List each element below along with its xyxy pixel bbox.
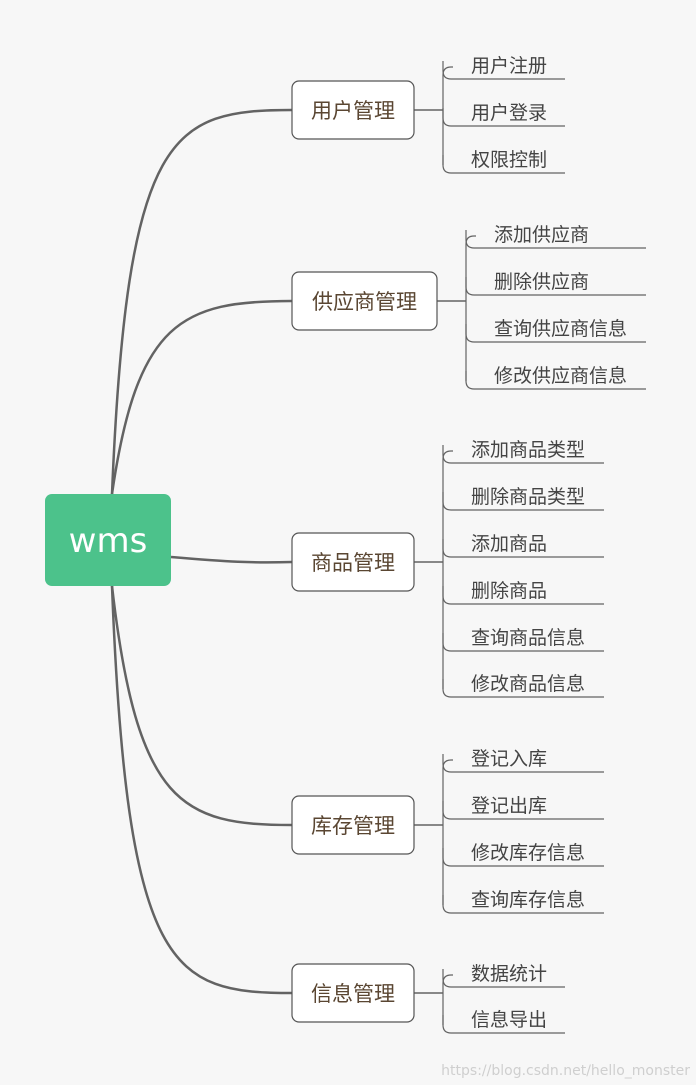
leaf-node[interactable]: 信息导出 (442, 1009, 565, 1034)
leaf-underline (442, 539, 604, 558)
leaf-underline (442, 969, 565, 988)
leaf-label: 查询商品信息 (471, 627, 585, 649)
leaf-node[interactable]: 删除供应商 (465, 271, 646, 296)
branch-node[interactable]: 库存管理 (291, 795, 415, 855)
leaf-node[interactable]: 添加供应商 (465, 224, 646, 249)
leaf-underline (442, 895, 604, 914)
leaf-label: 数据统计 (471, 963, 547, 985)
leaf-bus (442, 66, 453, 165)
branch-label: 用户管理 (311, 99, 395, 123)
leaf-underline (442, 586, 604, 605)
leaf-label: 添加商品类型 (471, 439, 585, 461)
branch-label: 库存管理 (311, 814, 395, 838)
leaf-label: 删除商品 (471, 580, 547, 602)
leaf-underline (465, 277, 646, 296)
leaf-label: 修改库存信息 (471, 842, 585, 864)
leaf-bus (442, 759, 453, 905)
branch-label: 信息管理 (311, 982, 395, 1006)
leaf-underline (442, 492, 604, 511)
root-node[interactable]: wms (45, 494, 171, 586)
leaf-underline (442, 155, 565, 174)
leaf-node[interactable]: 添加商品类型 (442, 439, 604, 464)
branch-node[interactable]: 信息管理 (291, 963, 415, 1023)
leaf-node[interactable]: 登记出库 (442, 795, 604, 820)
leaf-underline (442, 61, 565, 80)
leaf-label: 删除商品类型 (471, 486, 585, 508)
leaf-underline (442, 108, 565, 127)
branch-connector (110, 299, 293, 495)
root-box (45, 494, 171, 586)
root-label: wms (69, 521, 148, 561)
branch-box (291, 532, 415, 592)
leaf-label: 登记出库 (471, 795, 547, 817)
leaf-label: 查询供应商信息 (494, 318, 627, 340)
branch-node[interactable]: 商品管理 (291, 532, 415, 592)
leaf-label: 添加商品 (471, 533, 547, 555)
leaf-node[interactable]: 数据统计 (442, 963, 565, 988)
leaf-node[interactable]: 查询供应商信息 (465, 318, 646, 343)
branch-node[interactable]: 用户管理 (291, 80, 415, 140)
leaf-label: 查询库存信息 (471, 889, 585, 911)
leaf-label: 修改供应商信息 (494, 365, 627, 387)
leaf-underline (442, 848, 604, 867)
leaf-bus (465, 235, 476, 381)
leaf-node[interactable]: 用户注册 (442, 55, 565, 80)
branch-box (291, 80, 415, 140)
leaf-label: 用户注册 (471, 55, 547, 77)
leaf-node[interactable]: 查询库存信息 (442, 889, 604, 914)
branch-box (291, 963, 415, 1023)
branch-connector (110, 108, 293, 495)
leaf-node[interactable]: 修改供应商信息 (465, 365, 646, 390)
branch-node[interactable]: 供应商管理 (291, 271, 438, 331)
leaf-underline (465, 371, 646, 390)
leaf-node[interactable]: 查询商品信息 (442, 627, 604, 652)
branch-label: 商品管理 (311, 551, 395, 575)
leaf-label: 删除供应商 (494, 271, 589, 293)
leaf-underline (465, 324, 646, 343)
branch-box (291, 271, 438, 331)
watermark: https://blog.csdn.net/hello_monster (441, 1063, 690, 1079)
leaf-node[interactable]: 修改商品信息 (442, 673, 604, 698)
leaf-bus (442, 450, 453, 689)
leaf-node[interactable]: 登记入库 (442, 748, 604, 773)
branch-connector (110, 585, 293, 995)
leaf-underline (442, 801, 604, 820)
leaf-node[interactable]: 删除商品类型 (442, 486, 604, 511)
branch-connector (110, 585, 293, 827)
branches: 用户管理用户注册用户登录权限控制供应商管理添加供应商删除供应商查询供应商信息修改… (291, 55, 646, 1034)
branch-connector (170, 555, 293, 564)
connectors (110, 66, 476, 1025)
leaf-underline (442, 445, 604, 464)
leaf-label: 修改商品信息 (471, 673, 585, 695)
leaf-underline (442, 633, 604, 652)
leaf-node[interactable]: 修改库存信息 (442, 842, 604, 867)
leaf-label: 权限控制 (471, 149, 547, 171)
leaf-bus (442, 974, 453, 1025)
leaf-node[interactable]: 权限控制 (442, 149, 565, 174)
leaf-label: 用户登录 (471, 102, 547, 124)
leaf-underline (442, 679, 604, 698)
leaf-label: 信息导出 (471, 1009, 547, 1031)
branch-box (291, 795, 415, 855)
leaf-label: 登记入库 (471, 748, 547, 770)
leaf-node[interactable]: 用户登录 (442, 102, 565, 127)
branch-label: 供应商管理 (312, 290, 417, 314)
leaf-underline (465, 230, 646, 249)
leaf-node[interactable]: 添加商品 (442, 533, 604, 558)
leaf-node[interactable]: 删除商品 (442, 580, 604, 605)
leaf-underline (442, 1015, 565, 1034)
leaf-underline (442, 754, 604, 773)
leaf-label: 添加供应商 (494, 224, 589, 246)
